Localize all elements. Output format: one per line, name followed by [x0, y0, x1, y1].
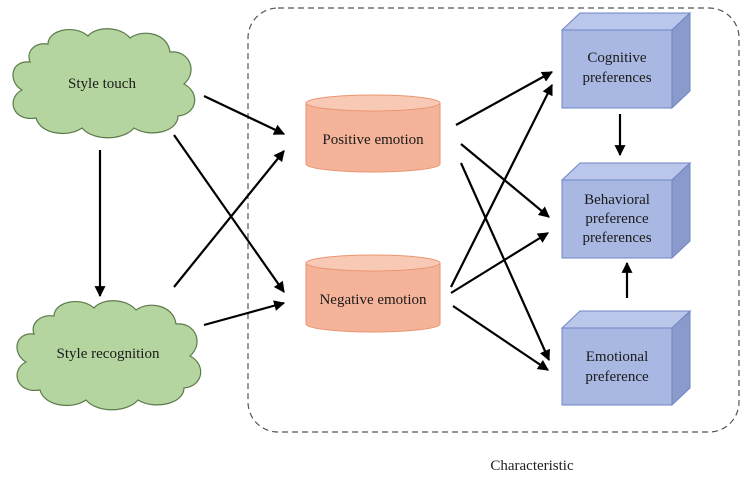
node-label-line: preferences [582, 230, 651, 246]
cylinder-body [305, 102, 441, 173]
node-positive-emotion[interactable]: Positive emotion [305, 94, 441, 173]
arrow-negative-to-emotional [452, 305, 549, 371]
arrow-style-touch-to-negative-emotion [173, 134, 285, 293]
node-cognitive-preferences[interactable]: Cognitive preferences [560, 11, 692, 110]
box-side [671, 161, 691, 260]
box-side [671, 11, 691, 110]
arrow-style-touch-to-positive-emotion [203, 95, 285, 135]
node-label: Style recognition [57, 346, 160, 362]
box-front [561, 327, 673, 406]
box-front [561, 29, 673, 109]
cylinder-body [305, 262, 441, 333]
node-negative-emotion[interactable]: Negative emotion [305, 254, 441, 333]
box-top [560, 310, 692, 329]
node-style-recognition[interactable]: Style recognition [16, 300, 202, 411]
cloud-shape [16, 300, 202, 411]
node-label-line: Cognitive [587, 50, 647, 66]
node-label-line: preferences [582, 70, 651, 86]
arrow-negative-to-cognitive [450, 84, 553, 288]
arrow-positive-to-emotional [459, 162, 551, 362]
arrow-style-recognition-to-positive-emotion [173, 150, 285, 288]
box-top [560, 12, 692, 31]
node-label-line: preference [585, 369, 649, 385]
arrow-negative-to-behavioral [450, 232, 549, 294]
group-caption: Characteristic [490, 458, 574, 474]
node-label: Negative emotion [319, 292, 427, 308]
node-behavioral-preferences[interactable]: Behavioral preference preferences [560, 161, 692, 260]
node-emotional-preference[interactable]: Emotional preference [560, 309, 692, 407]
node-label: Style touch [68, 76, 136, 92]
box-front [561, 179, 673, 259]
cylinder-top [305, 254, 441, 272]
arrow-style-recognition-to-negative-emotion [203, 300, 286, 327]
cloud-shape [12, 28, 196, 139]
node-style-touch[interactable]: Style touch [12, 28, 196, 139]
node-label: Positive emotion [322, 132, 424, 148]
box-top [560, 162, 692, 181]
edges [94, 71, 633, 371]
arrow-positive-to-cognitive [455, 71, 553, 126]
node-label-line: Emotional [586, 349, 649, 365]
characteristic-group-border [247, 7, 740, 433]
node-label-line: Behavioral [584, 192, 650, 208]
node-label-line: preference [585, 211, 649, 227]
cylinder-top [305, 94, 441, 112]
box-side [671, 309, 691, 407]
